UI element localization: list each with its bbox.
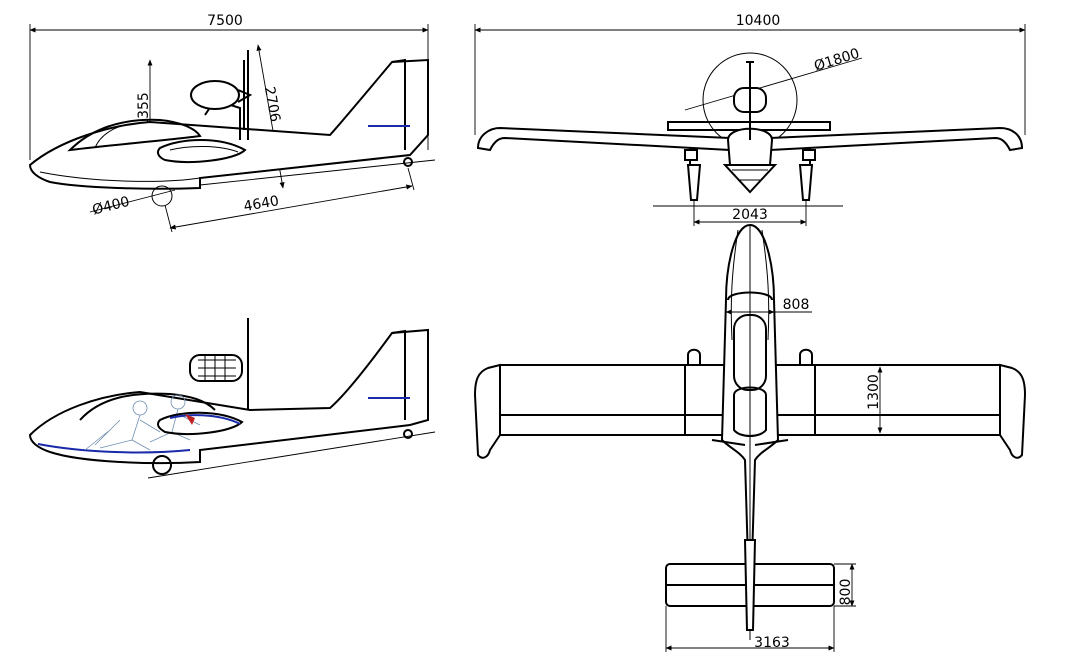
side-hull (28, 58, 429, 190)
dim-label-stab-span: 3163 (754, 635, 790, 651)
dim-float-track: 2043 (693, 200, 807, 226)
cutaway-main-wheel (152, 455, 172, 475)
top-stabilizer (665, 539, 835, 631)
dim-label-wheelbase: 4640 (242, 193, 280, 215)
front-fuselage (726, 127, 774, 166)
front-floats (684, 148, 816, 201)
top-view: 808 1300 800 3163 (473, 223, 1027, 652)
side-view-cutaway (28, 318, 436, 479)
dim-wheel: Ø400 (89, 185, 176, 219)
dim-overall-length: 7500 (29, 13, 429, 160)
side-tail-wheel (403, 157, 413, 167)
dim-label-wheel: Ø400 (91, 194, 131, 219)
dim-label-prop-clearance: 2706 (261, 85, 283, 123)
front-view: 10400 Ø1800 (474, 13, 1026, 226)
dim-wingspan: 10400 (474, 13, 1026, 135)
side-view: 7500 1355 2706 (28, 13, 436, 233)
dim-wheelbase: 4640 (164, 167, 415, 233)
dim-label-wing-chord: 1300 (866, 374, 882, 410)
cutaway-waterline (37, 443, 191, 454)
dim-wing-chord: 1300 (866, 366, 883, 434)
dim-label-fuselage-width: 808 (783, 297, 810, 313)
dim-stab-span: 3163 (665, 606, 835, 652)
side-sponson (156, 139, 247, 163)
dim-label-wingspan: 10400 (736, 13, 781, 29)
prop-disc: Ø1800 (684, 46, 863, 148)
dim-label-overall-length: 7500 (207, 13, 243, 29)
side-engine (190, 80, 240, 110)
dim-fuselage-width: 808 (725, 297, 812, 315)
dim-stab-chord: 800 (834, 563, 856, 607)
side-canopy (67, 118, 202, 152)
dim-label-stab-chord: 800 (838, 579, 854, 606)
cutaway-hull (28, 328, 429, 465)
dim-label-float-track: 2043 (732, 207, 768, 223)
dim-label-prop-diameter: Ø1800 (812, 46, 861, 75)
